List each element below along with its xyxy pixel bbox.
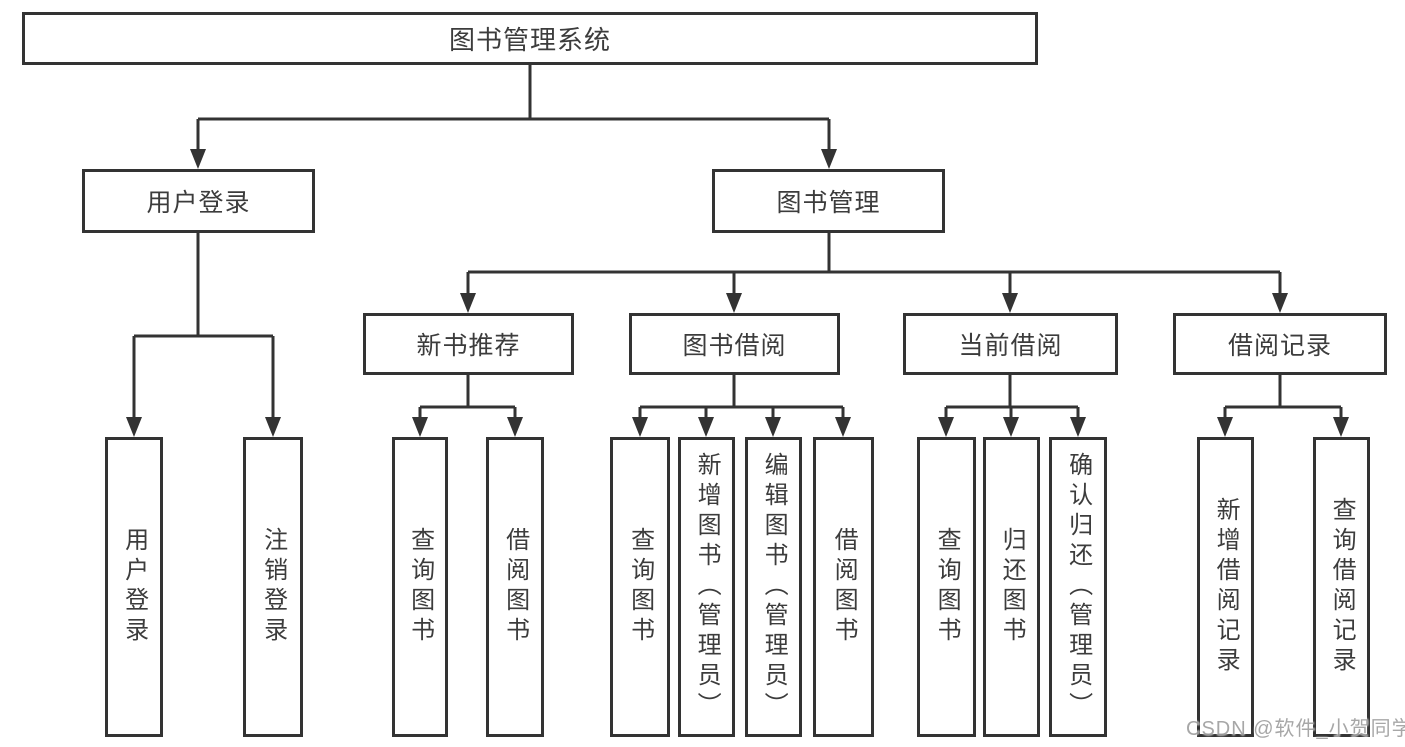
- arrowhead-bb-query: [632, 417, 648, 437]
- node-book-management: 图书管理: [712, 169, 945, 233]
- arrowhead-book-management: [821, 149, 837, 169]
- leaf-bb-query-books-label: 查询图书: [626, 527, 654, 647]
- arrowhead-borrow-records: [1272, 293, 1288, 313]
- leaf-logout: 注销登录: [243, 437, 303, 737]
- connector-book-borrow-to-leaves: [632, 375, 851, 437]
- arrowhead-bb-borrow: [835, 417, 851, 437]
- connector-current-borrow-to-leaves: [938, 375, 1086, 437]
- node-borrow-records: 借阅记录: [1173, 313, 1387, 375]
- node-new-book-recommend: 新书推荐: [363, 313, 574, 375]
- leaf-nb-query-books-label: 查询图书: [406, 527, 434, 647]
- leaf-cb-query-books: 查询图书: [917, 437, 976, 737]
- leaf-bb-borrow-books: 借阅图书: [813, 437, 874, 737]
- arrowhead-br-query: [1333, 417, 1349, 437]
- connector-user-login-to-leaves: [126, 233, 281, 437]
- arrowhead-cb-return: [1003, 417, 1019, 437]
- arrowhead-nb-query: [412, 417, 428, 437]
- node-book-borrow: 图书借阅: [629, 313, 840, 375]
- arrowhead-leaf-logout: [265, 417, 281, 437]
- leaf-br-add-record: 新增借阅记录: [1197, 437, 1254, 737]
- arrowhead-bb-add: [698, 417, 714, 437]
- arrowhead-current-borrow: [1002, 293, 1018, 313]
- arrowhead-br-add: [1217, 417, 1233, 437]
- arrowhead-bb-edit: [765, 417, 781, 437]
- arrowhead-cb-query: [938, 417, 954, 437]
- leaf-cb-confirm-return-admin: 确认归还（管理员）: [1049, 437, 1107, 737]
- leaf-cb-return-books-label: 归还图书: [998, 527, 1026, 647]
- connector-borrow-records-to-leaves: [1217, 375, 1349, 437]
- leaf-bb-add-books-admin-label: 新增图书（管理员）: [693, 452, 721, 722]
- leaf-user-login: 用户登录: [105, 437, 163, 737]
- arrowhead-book-borrow: [726, 293, 742, 313]
- leaf-bb-edit-books-admin-label: 编辑图书（管理员）: [760, 452, 788, 722]
- connector-new-book-to-leaves: [412, 375, 523, 437]
- leaf-cb-query-books-label: 查询图书: [933, 527, 961, 647]
- leaf-nb-borrow-books-label: 借阅图书: [501, 527, 529, 647]
- arrowhead-user-login: [190, 149, 206, 169]
- connector-root-to-level2: [190, 65, 837, 169]
- arrowhead-new-book: [460, 293, 476, 313]
- leaf-cb-return-books: 归还图书: [983, 437, 1040, 737]
- node-library-management-system: 图书管理系统: [22, 12, 1038, 65]
- leaf-nb-borrow-books: 借阅图书: [486, 437, 544, 737]
- leaf-logout-label: 注销登录: [259, 527, 287, 647]
- leaf-cb-confirm-return-admin-label: 确认归还（管理员）: [1064, 452, 1092, 722]
- leaf-nb-query-books: 查询图书: [392, 437, 448, 737]
- arrowhead-nb-borrow: [507, 417, 523, 437]
- leaf-br-query-record-label: 查询借阅记录: [1328, 497, 1356, 677]
- arrowhead-leaf-login: [126, 417, 142, 437]
- arrowhead-cb-confirm: [1070, 417, 1086, 437]
- connector-book-management-to-level3: [460, 232, 1288, 313]
- node-user-login: 用户登录: [82, 169, 315, 233]
- leaf-bb-add-books-admin: 新增图书（管理员）: [678, 437, 735, 737]
- leaf-bb-borrow-books-label: 借阅图书: [830, 527, 858, 647]
- leaf-bb-edit-books-admin: 编辑图书（管理员）: [745, 437, 802, 737]
- leaf-user-login-label: 用户登录: [120, 527, 148, 647]
- leaf-br-add-record-label: 新增借阅记录: [1212, 497, 1240, 677]
- csdn-watermark: CSDN @软件_小贺同学: [1186, 718, 1405, 740]
- leaf-bb-query-books: 查询图书: [610, 437, 670, 737]
- leaf-br-query-record: 查询借阅记录: [1313, 437, 1370, 737]
- node-current-borrow: 当前借阅: [903, 313, 1118, 375]
